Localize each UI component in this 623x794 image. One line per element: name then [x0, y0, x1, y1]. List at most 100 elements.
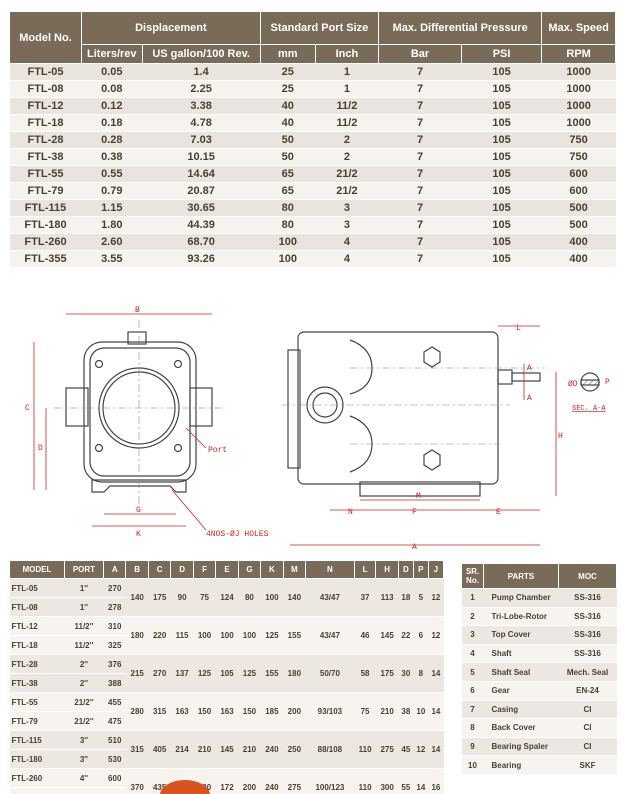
dim-cell: FTL-55 [9, 692, 65, 712]
dim-cell: 2'' [64, 673, 104, 693]
dim-cell: 80 [238, 578, 261, 617]
dim-cell: 163 [170, 692, 194, 731]
dim-cell: 388 [103, 673, 126, 693]
parts-header-parts: PARTS [483, 563, 559, 589]
dim-header: G [237, 560, 262, 579]
spec-cell: 11/2 [315, 114, 379, 132]
spec-cell: 0.79 [81, 182, 143, 200]
spec-cell: 7 [378, 199, 462, 217]
label-e: E [496, 508, 501, 517]
side-base [359, 481, 481, 497]
bolt-icon [94, 443, 104, 453]
spec-cell: 3.55 [81, 250, 143, 268]
dim-row: FTL-2604''600370435230230172200240275100… [9, 768, 444, 794]
dim-cell: 180 [283, 654, 306, 693]
dim-cell: 210 [193, 730, 216, 769]
spec-cell: 0.55 [81, 165, 143, 183]
dim-cell: 38 [398, 692, 414, 731]
dim-cell: 405 [148, 730, 171, 769]
spec-cell: 0.08 [81, 80, 143, 98]
spec-cell: 11/2 [315, 97, 379, 115]
dim-cell: 12 [428, 616, 444, 655]
dim-cell: 5 [413, 578, 429, 617]
dim-cell: FTL-38 [9, 673, 65, 693]
dim-header: H [375, 560, 399, 579]
dim-cell: 175 [148, 578, 171, 617]
spec-cell: 4 [315, 233, 379, 251]
spec-cell: 4.78 [142, 114, 261, 132]
spec-cell: 68.70 [142, 233, 261, 251]
spec-cell: 1000 [541, 114, 616, 132]
spec-cell: 1 [315, 63, 379, 81]
dim-cell: 315 [125, 730, 149, 769]
spec-cell: 105 [461, 182, 542, 200]
dim-cell: 22 [398, 616, 414, 655]
front-port-left [65, 387, 89, 427]
header-psi: PSI [460, 44, 543, 64]
dim-cell: 300 [375, 768, 399, 794]
dim-cell: 315 [148, 692, 171, 731]
dim-cell: 185 [260, 692, 284, 731]
parts-cell: Shaft [483, 644, 559, 664]
parts-cell: CI [558, 737, 617, 757]
spec-cell: 2.25 [142, 80, 261, 98]
dim-cell: 240 [260, 768, 284, 794]
label-l: L [516, 324, 521, 333]
parts-cell: 4 [461, 644, 484, 664]
spec-cell: 2 [315, 131, 379, 149]
brand-logo-icon [160, 780, 210, 794]
dim-header: A [102, 560, 127, 579]
spec-cell: 105 [461, 114, 542, 132]
spec-cell: 7 [378, 250, 462, 268]
spec-table: Model No. Displacement Standard Port Siz… [9, 11, 616, 268]
front-port-right [189, 387, 213, 427]
dim-cell: 250 [283, 730, 306, 769]
dim-cell: 325 [103, 635, 126, 655]
parts-cell: 3 [461, 625, 484, 645]
dim-cell: 11/2'' [64, 635, 104, 655]
spec-cell: 25 [260, 80, 316, 98]
dim-cell: FTL-79 [9, 711, 65, 731]
bolt-icon [94, 359, 104, 369]
dim-cell: 75 [193, 578, 216, 617]
dim-cell: 110 [354, 730, 376, 769]
spec-cell: 105 [461, 165, 542, 183]
dim-cell: 12 [413, 730, 429, 769]
parts-cell: 9 [461, 737, 484, 757]
spec-cell: 14.64 [142, 165, 261, 183]
spec-cell: 44.39 [142, 216, 261, 234]
spec-cell: 7 [378, 233, 462, 251]
spec-cell: 7 [378, 182, 462, 200]
spec-cell: 40 [260, 97, 316, 115]
dim-cell: 520 [103, 787, 126, 794]
spec-cell: 50 [260, 131, 316, 149]
parts-cell: Bearing [483, 755, 559, 775]
spec-cell: 400 [541, 250, 616, 268]
dim-cell: 3'' [64, 730, 104, 750]
parts-cell: Casing [483, 700, 559, 720]
leader-port [185, 427, 207, 449]
dim-header: D [397, 560, 414, 579]
header-bar: Bar [378, 44, 462, 64]
front-top-boss [127, 331, 147, 345]
dim-cell: FTL-260 [9, 768, 65, 788]
dim-cell: 280 [125, 692, 149, 731]
bolt-icon [173, 359, 183, 369]
dim-cell: 14 [413, 768, 429, 794]
dim-header: J [427, 560, 445, 579]
parts-cell: Bearing Spaler [483, 737, 559, 757]
